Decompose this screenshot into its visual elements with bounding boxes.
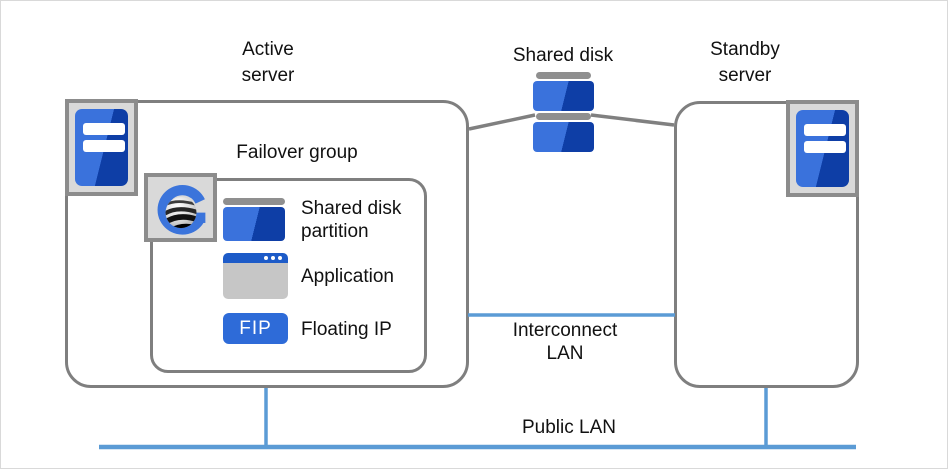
server-chassis <box>796 110 849 187</box>
logo-g-ring <box>157 184 205 235</box>
partition-cap <box>223 198 285 205</box>
application-label: Application <box>301 266 394 287</box>
application-window-icon <box>223 253 288 299</box>
disk-segment <box>533 81 594 111</box>
server-chassis <box>75 109 128 186</box>
application-titlebar <box>223 253 288 263</box>
server-slot-bar <box>83 140 125 152</box>
active-server-label: Active server <box>241 39 295 86</box>
window-dot <box>271 256 275 260</box>
shared-disk-partition-icon <box>223 198 285 241</box>
standby-server-tower-icon <box>786 100 859 197</box>
cluster-logo-glyph <box>157 184 206 235</box>
shared-disk-icon <box>533 72 594 152</box>
shared-disk-to-standby-connector <box>590 113 675 127</box>
server-slot-bar <box>804 141 846 153</box>
application-body <box>223 263 288 299</box>
interconnect-lan-label: Interconnect LAN <box>512 320 618 364</box>
window-dot <box>278 256 282 260</box>
server-slot-bar <box>83 123 125 135</box>
disk-cap <box>536 113 591 120</box>
public-lan-label: Public LAN <box>522 417 616 438</box>
floating-ip-chip: FIP <box>223 313 288 344</box>
shared-disk-partition-label: Shared disk partition <box>301 198 402 242</box>
floating-ip-label: Floating IP <box>301 319 392 340</box>
active-server-tower-icon <box>65 99 138 196</box>
shared-disk-label: Shared disk <box>512 45 614 66</box>
disk-cap <box>536 72 591 79</box>
cluster-product-logo-icon <box>144 173 217 242</box>
shared-disk-to-active-connector <box>468 113 536 131</box>
failover-group-label: Failover group <box>236 142 358 163</box>
partition-body <box>223 207 285 241</box>
disk-segment <box>533 122 594 152</box>
server-slot-bar <box>804 124 846 136</box>
window-dot <box>264 256 268 260</box>
standby-server-label: Standby server <box>710 39 780 86</box>
